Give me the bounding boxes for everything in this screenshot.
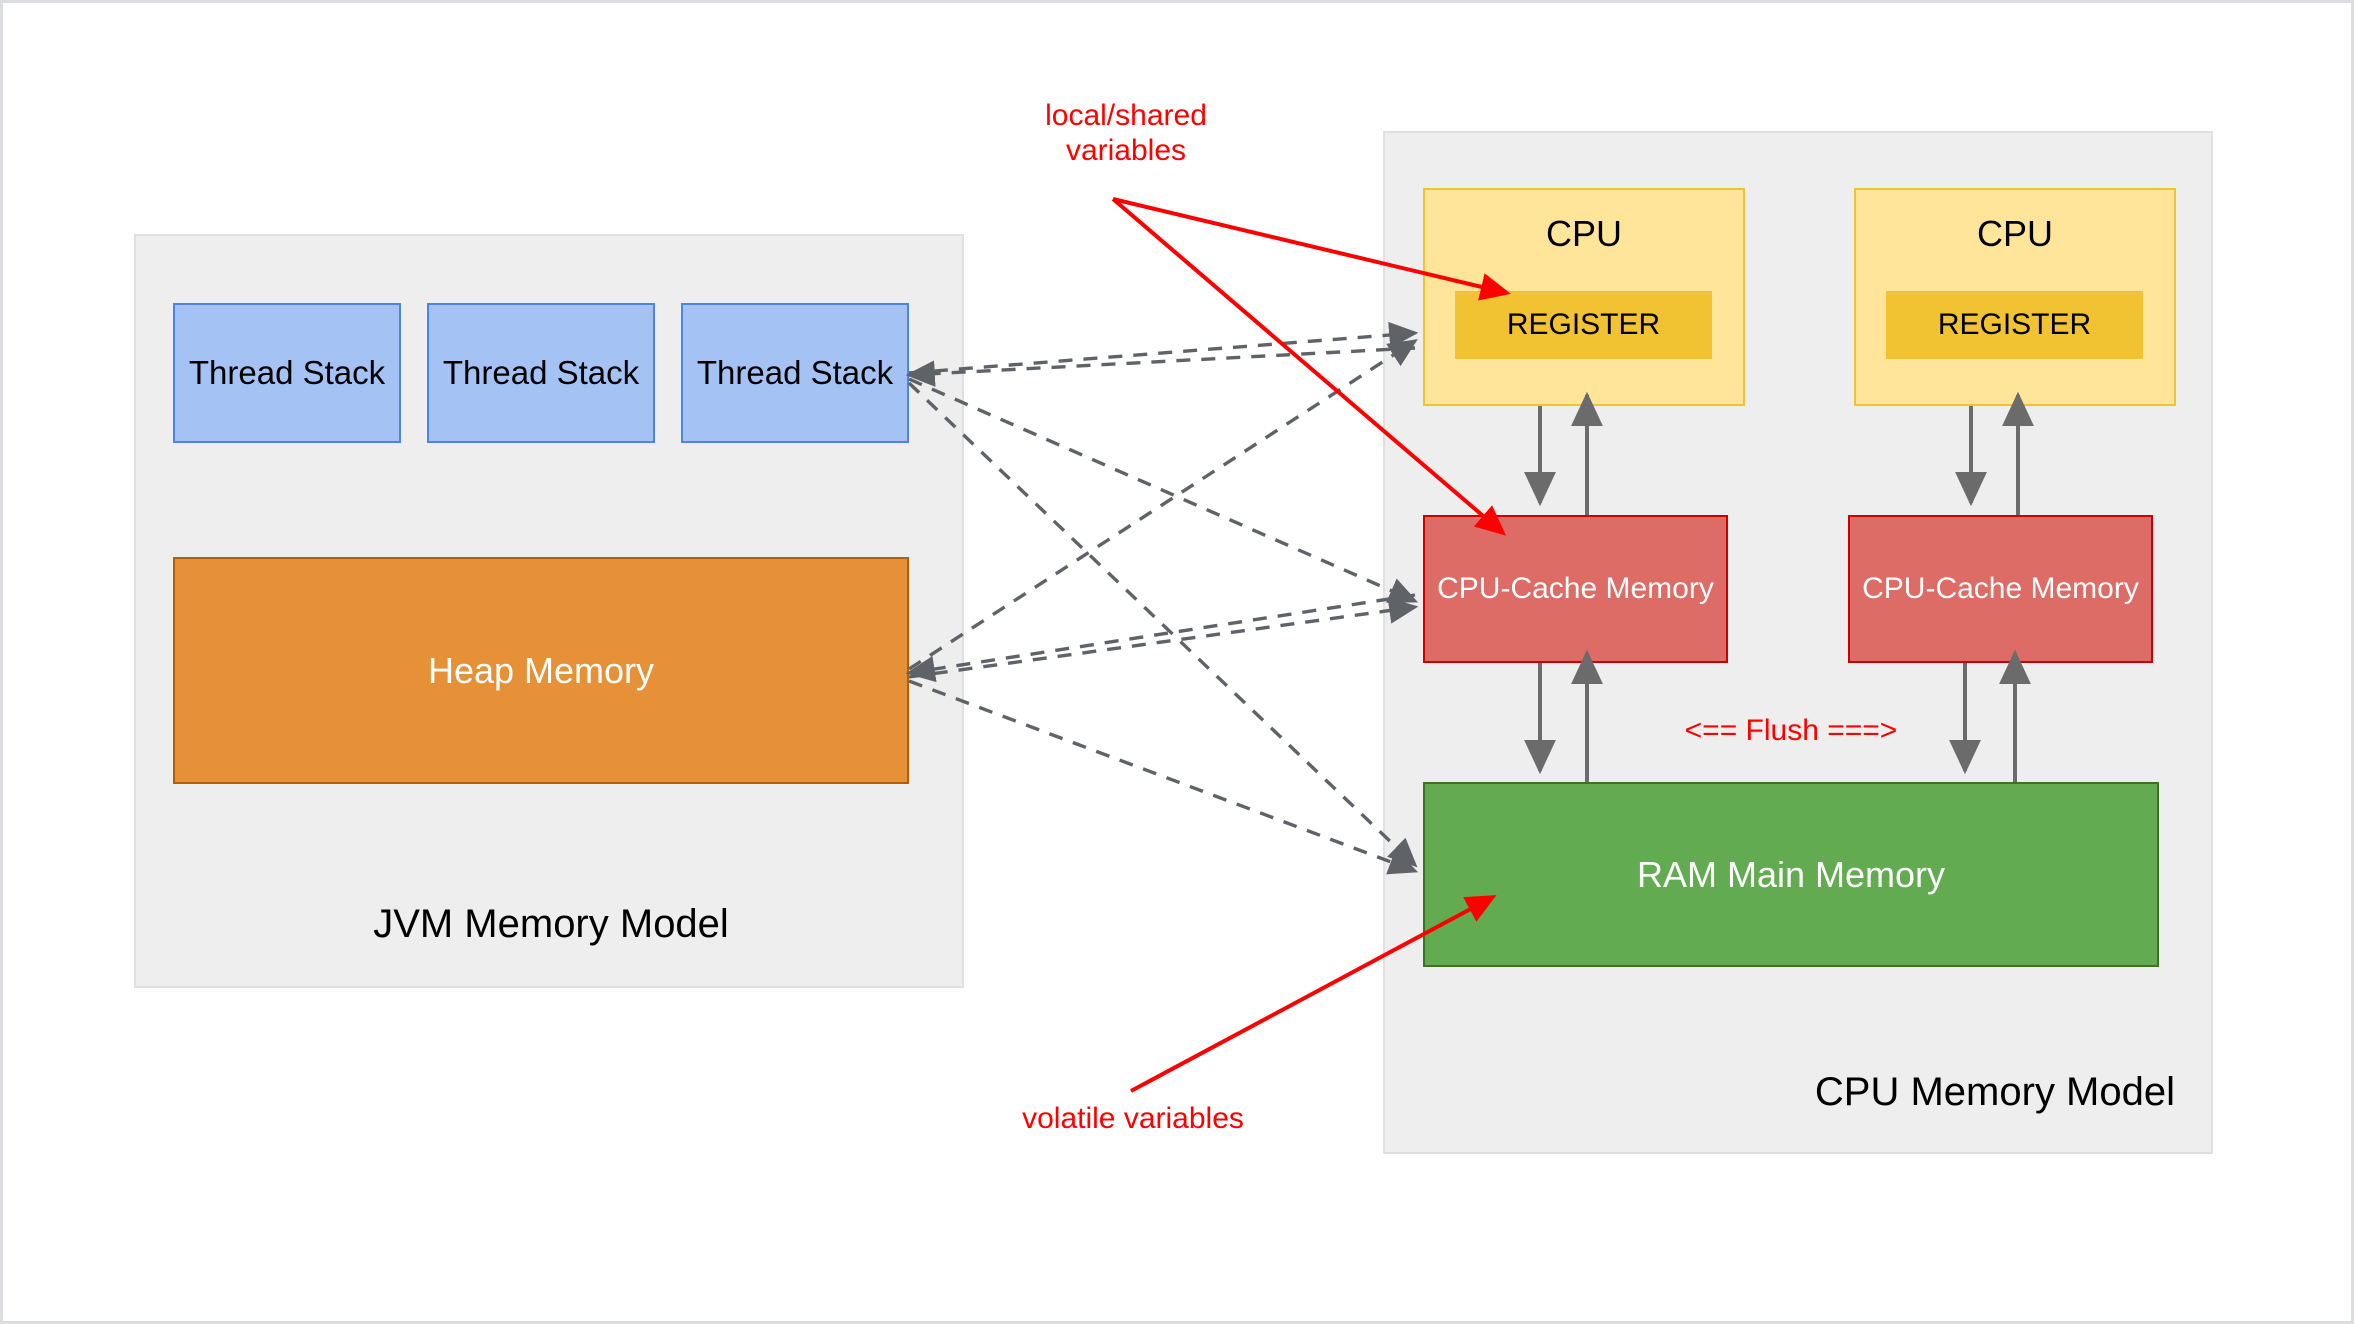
register-box: REGISTER bbox=[1455, 291, 1712, 359]
connector-heap-to-register bbox=[908, 339, 1418, 671]
register-box: REGISTER bbox=[1886, 291, 2143, 359]
connector-threadstack-to-ram bbox=[907, 381, 1418, 868]
flush-label: <== Flush ===> bbox=[1684, 714, 1898, 747]
ram-main-memory-box: RAM Main Memory bbox=[1423, 782, 2159, 967]
local-shared-variables-label: local/shared variables bbox=[1045, 99, 1207, 168]
thread-stack-box: Thread Stack bbox=[173, 303, 401, 443]
connector-cache-to-heap bbox=[905, 593, 1416, 683]
cpu-memory-model-title: CPU Memory Model bbox=[1814, 1070, 2175, 1114]
thread-stack-box: Thread Stack bbox=[681, 303, 909, 443]
cpu-cache-memory-box: CPU-Cache Memory bbox=[1848, 515, 2153, 663]
connector-heap-to-ram bbox=[908, 679, 1419, 875]
connector-threadstack-to-cache bbox=[908, 377, 1419, 603]
volatile-variables-label: volatile variables bbox=[1022, 1102, 1244, 1135]
connector-threadstack-to-register bbox=[908, 321, 1419, 375]
cpu-cache-memory-box: CPU-Cache Memory bbox=[1423, 515, 1728, 663]
connector-register-to-threadstack bbox=[905, 346, 1416, 387]
heap-memory-box: Heap Memory bbox=[173, 557, 909, 784]
jvm-memory-model-title: JVM Memory Model bbox=[373, 902, 729, 946]
connector-heap-to-cache bbox=[908, 597, 1419, 679]
thread-stack-box: Thread Stack bbox=[427, 303, 655, 443]
